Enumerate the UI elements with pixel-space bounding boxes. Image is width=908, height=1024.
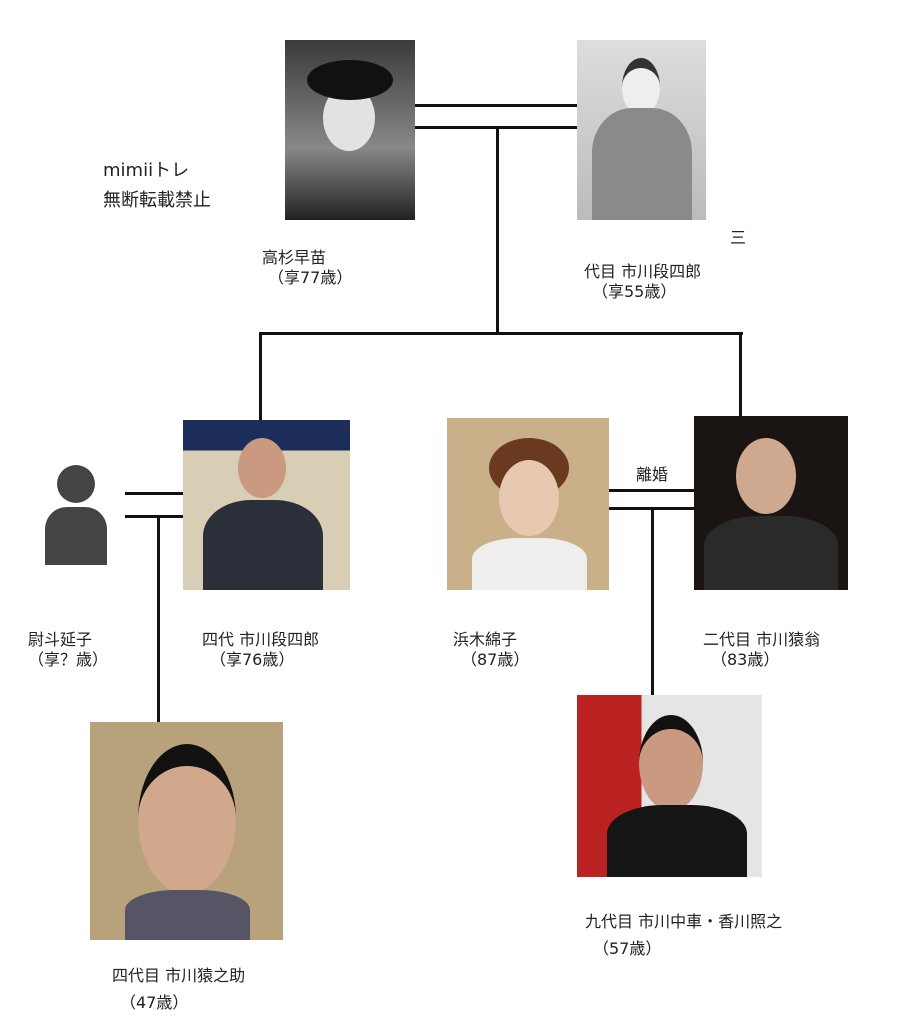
- person-label: 九代目 市川中車・香川照之（57歳）: [585, 912, 783, 958]
- watermark-line1: mimiiトレ: [103, 160, 190, 181]
- person-label: 浜木綿子（87歳）: [453, 630, 530, 669]
- sibling-line: [259, 332, 743, 335]
- person-label: 尉斗延子（享？歳）: [28, 630, 109, 669]
- photo-ennosuke-2-enno: [694, 416, 848, 590]
- person-label: 高杉早苗（享77歳）: [262, 248, 353, 287]
- photo-hamaki-mayuko: [447, 418, 609, 590]
- photo-ennosuke-4: [90, 722, 283, 940]
- photo-chusha-kagawa: [577, 695, 762, 877]
- marriage-line: [415, 104, 577, 107]
- photo-danshiro-4: [183, 420, 350, 590]
- marriage-line: [125, 492, 183, 495]
- descent-line: [259, 332, 262, 420]
- descent-line: [651, 507, 654, 695]
- person-label: 四代目 市川猿之助（47歳）: [112, 966, 246, 1012]
- descent-line: [739, 332, 742, 416]
- descent-line: [157, 515, 160, 722]
- marriage-line: [125, 515, 183, 518]
- divorce-label: 離婚: [636, 465, 669, 484]
- person-label: 二代目 市川猿翁（83歳）: [703, 630, 821, 669]
- watermark-line2: 無断転載禁止: [103, 190, 211, 211]
- person-label: 四代 市川段四郎（享76歳）: [202, 630, 320, 669]
- silhouette-icon: [45, 465, 107, 565]
- name-prefix: 三: [730, 228, 747, 247]
- descent-line: [496, 126, 499, 334]
- divorce-line: [609, 489, 694, 492]
- watermark: mimiiトレ 無断転載禁止: [103, 156, 211, 216]
- person-label: 代目 市川段四郎（享55歳）: [584, 262, 702, 301]
- photo-danshiro-3: [577, 40, 706, 220]
- photo-takasugi-sanae: [285, 40, 415, 220]
